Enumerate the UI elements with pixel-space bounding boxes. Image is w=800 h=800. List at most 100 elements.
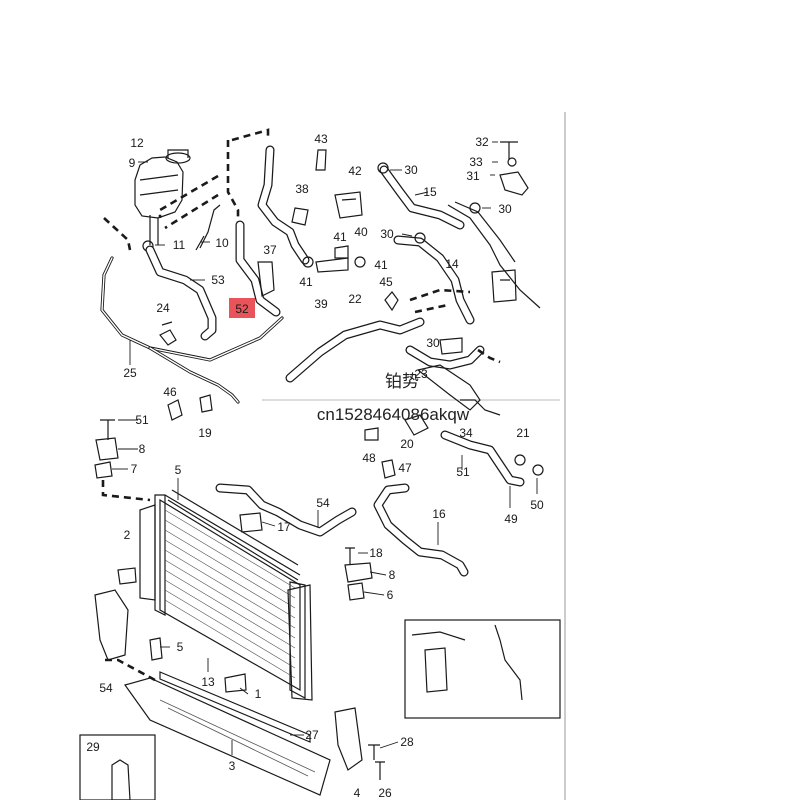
callout-label: 9 xyxy=(129,156,136,170)
harness-14 xyxy=(447,201,541,309)
part-21 xyxy=(460,399,501,416)
bolt-8b xyxy=(345,547,355,565)
inset-cooler xyxy=(424,647,448,693)
connector-39 xyxy=(315,257,349,273)
mount-5b xyxy=(347,582,365,601)
callout-label: 41 xyxy=(333,230,347,244)
callout-label: 33 xyxy=(469,155,483,169)
callout-label: 30 xyxy=(380,227,394,241)
hose-17 xyxy=(215,483,357,537)
callout-label: 16 xyxy=(432,507,446,521)
pipe-25 xyxy=(100,256,284,404)
vent-pipe-10 xyxy=(195,204,221,251)
clip-19 xyxy=(199,394,213,413)
callout-label: 22 xyxy=(348,292,362,306)
hose-14 xyxy=(393,235,475,325)
inset-box xyxy=(404,619,561,719)
clamp-37 xyxy=(257,261,275,297)
clamp-30c xyxy=(414,232,426,244)
callout-label: 46 xyxy=(163,385,177,399)
callout-label: 54 xyxy=(316,496,330,510)
callout-label: 19 xyxy=(198,426,212,440)
callout-label: 41 xyxy=(299,275,313,289)
deflector-slots xyxy=(159,699,316,777)
hose-49 xyxy=(440,430,525,487)
clamp-51b xyxy=(532,464,544,476)
callout-label: 24 xyxy=(156,301,170,315)
callout-label: 14 xyxy=(445,257,459,271)
watermark-line1: 铂势 xyxy=(385,372,419,391)
coolant-bottle xyxy=(111,759,131,800)
callout-label: 48 xyxy=(362,451,376,465)
dashed-lines-left xyxy=(101,480,151,502)
dashed-lines-bottom-left xyxy=(105,658,156,682)
bolt-28 xyxy=(375,761,385,780)
bracket-27 xyxy=(94,589,129,661)
callout-label: 30 xyxy=(426,336,440,350)
callout-label: 17 xyxy=(277,520,291,534)
callout-label: 27 xyxy=(305,728,319,742)
deflector-4 xyxy=(124,677,331,796)
callout-label: 54 xyxy=(99,681,113,695)
callout-label: 23 xyxy=(414,367,428,381)
radiator xyxy=(139,489,313,701)
module-14 xyxy=(491,269,517,303)
callout-label: 34 xyxy=(459,426,473,440)
clamp-51a xyxy=(514,454,526,466)
highlight-box xyxy=(229,298,255,318)
hose-37 xyxy=(235,220,281,317)
callout-label: 8 xyxy=(139,442,146,456)
clamp-30a xyxy=(377,162,389,174)
clip-24 xyxy=(159,321,177,346)
part-48 xyxy=(404,414,429,436)
bracket-16 xyxy=(239,512,263,533)
tank-hose xyxy=(145,245,217,341)
hose-15 xyxy=(379,165,465,230)
callout-label: 4 xyxy=(354,786,361,800)
expansion-tank xyxy=(134,149,191,252)
callout-label: 15 xyxy=(423,185,437,199)
callout-labels: 12 9 11 10 53 24 52 25 46 19 43 38 37 41… xyxy=(86,132,544,800)
callout-label: 5 xyxy=(175,463,182,477)
callout-label-highlighted: 52 xyxy=(235,302,249,316)
leader-lines xyxy=(112,141,538,755)
bolt-29 xyxy=(368,744,380,760)
inset-pipes xyxy=(411,624,523,701)
callout-label: 11 xyxy=(173,238,186,252)
callout-label: 31 xyxy=(466,169,480,183)
callout-label: 30 xyxy=(404,163,418,177)
callout-label: 41 xyxy=(374,258,388,272)
mount-13 xyxy=(149,637,163,661)
callout-label: 21 xyxy=(516,426,530,440)
mount-54b xyxy=(224,673,247,693)
bolt-8 xyxy=(100,419,115,440)
clamp-41a xyxy=(302,256,314,268)
part-47 xyxy=(364,427,379,441)
hose-23 xyxy=(285,317,485,383)
dashed-lines-right xyxy=(409,288,501,364)
callout-label: 49 xyxy=(504,512,518,526)
part-20 xyxy=(416,364,481,411)
callout-label: 6 xyxy=(387,588,394,602)
dashed-lines-mid xyxy=(226,140,240,232)
callout-label: 37 xyxy=(263,243,277,257)
callout-label: 12 xyxy=(130,136,144,150)
bracket-31 xyxy=(499,171,529,196)
callout-label: 2 xyxy=(124,528,131,542)
callout-label: 20 xyxy=(400,437,414,451)
callout-label: 38 xyxy=(295,182,309,196)
callout-label: 53 xyxy=(211,273,225,287)
hose-38 xyxy=(257,145,310,265)
callout-label: 47 xyxy=(398,461,412,475)
dashed-lines-tank xyxy=(103,174,219,251)
mount-54a xyxy=(117,567,137,585)
seal-2 xyxy=(164,494,301,576)
callout-label: 13 xyxy=(201,675,215,689)
callout-label: 7 xyxy=(131,462,138,476)
callout-label: 26 xyxy=(378,786,392,800)
callout-label: 25 xyxy=(123,366,137,380)
mount-5 xyxy=(94,461,113,479)
clamp-23 xyxy=(439,337,463,355)
clip-34 xyxy=(381,459,396,479)
callout-label: 39 xyxy=(314,297,328,311)
